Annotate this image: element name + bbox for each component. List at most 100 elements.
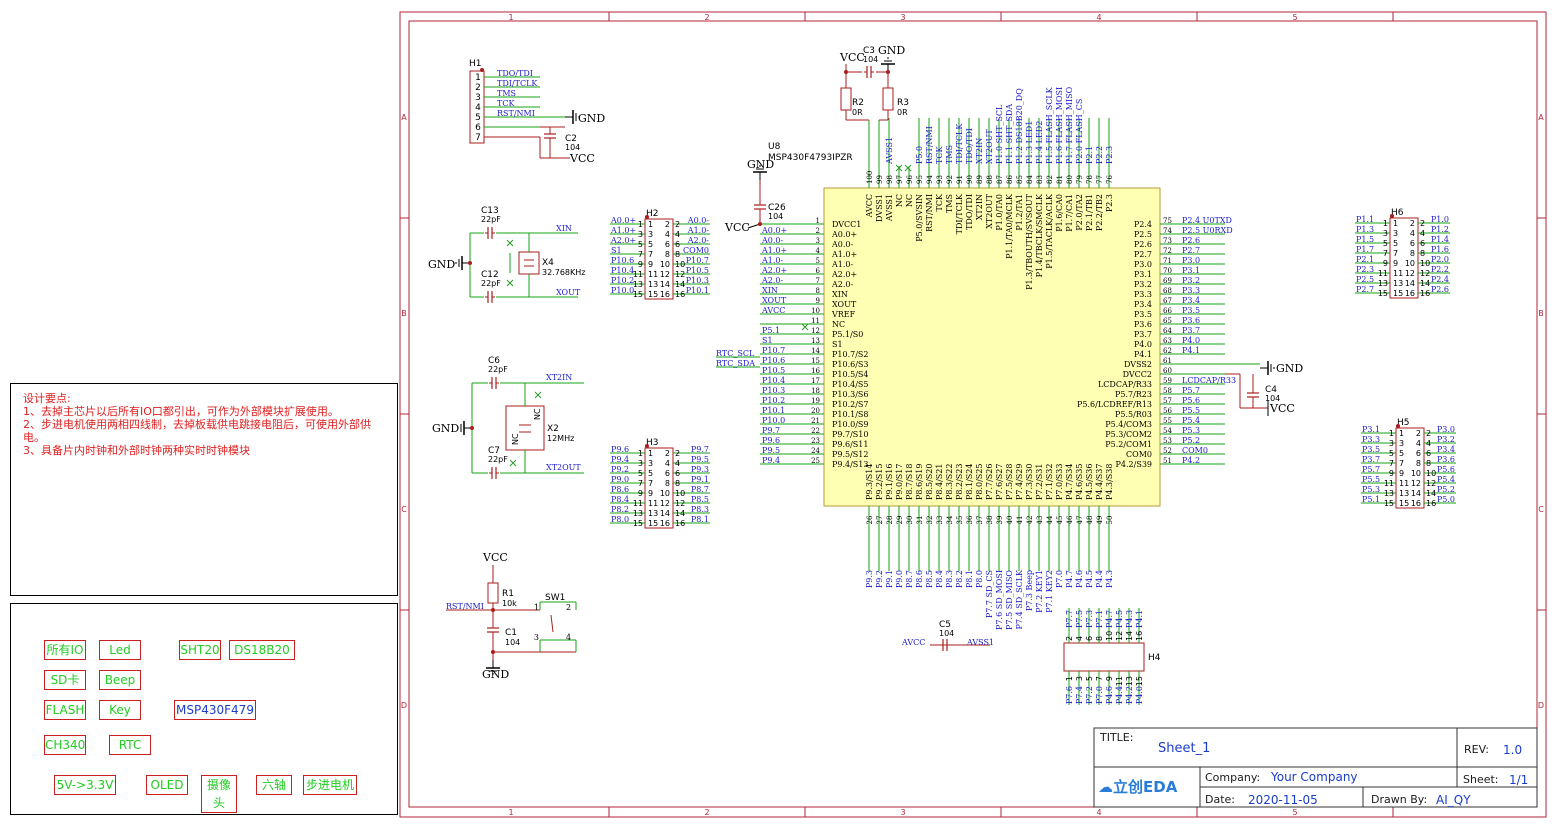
column-label-top: 3: [900, 13, 905, 22]
module-sht20[interactable]: SHT20: [179, 640, 221, 660]
h6-pin-number: 16: [1405, 289, 1415, 298]
module-led[interactable]: Led: [99, 640, 141, 660]
u8-pin-number: 38: [986, 516, 994, 525]
h2-pin-number: 6: [675, 240, 680, 249]
junction-dot: [758, 222, 762, 226]
u8-pin-number: 34: [946, 515, 954, 524]
h2-net-label: A2.0+: [610, 236, 636, 245]
module-camera[interactable]: 摄像头: [201, 775, 237, 813]
h6-net-label: P2.2: [1431, 265, 1449, 274]
h6-pin-number: 6: [1410, 239, 1415, 248]
h6-pin-number: 5: [1393, 239, 1398, 248]
h2-pin-number: 5: [648, 240, 653, 249]
h3-net-label: P9.3: [691, 465, 709, 474]
u8-pin-number: 3: [816, 237, 820, 245]
module-flash[interactable]: FLASH: [44, 700, 86, 720]
row-label-left: D: [401, 701, 407, 710]
h2-pin-number: 1: [648, 220, 653, 229]
u8-net-label: XT2IN: [975, 138, 984, 164]
h2-pin-number: 11: [648, 270, 658, 279]
u8-net-label: P9.5: [762, 446, 780, 455]
u8-pin-number: 28: [886, 516, 894, 525]
h2-pin-number: 13: [633, 280, 643, 289]
module-sd-card[interactable]: SD卡: [44, 670, 86, 690]
h5-pin-number: 12: [1426, 479, 1436, 488]
h4-pin-number: 14: [1125, 631, 1134, 641]
u8-net-label: P5.5: [1182, 406, 1200, 415]
h6-net-label: P2.7: [1356, 285, 1374, 294]
h2-net-label: P10.1: [686, 286, 709, 295]
h3-pin-number: 14: [675, 509, 685, 518]
h5-net-label: P3.2: [1437, 435, 1455, 444]
u8-net-label: P4.4: [1095, 570, 1104, 588]
h5-net-label: P3.0: [1437, 425, 1455, 434]
h6-pin-number: 16: [1420, 289, 1430, 298]
u8-net-label: P7.5 SD_MISO: [1005, 570, 1014, 630]
u8-pin-name: P9.1/S16: [885, 464, 894, 500]
h4-net-label: P7.2: [1085, 686, 1094, 704]
junction-dot: [468, 261, 472, 265]
module-oled[interactable]: OLED: [146, 775, 188, 795]
u8-net-label: P10.5: [762, 366, 785, 375]
h4-net-label: P4.0: [1135, 686, 1144, 704]
u8-pin-name: P9.3/S14: [865, 464, 874, 500]
c2-value: 104: [565, 143, 580, 152]
u8-net-label: P8.4: [935, 570, 944, 588]
u8-pin-name: P3.3: [1134, 290, 1152, 299]
module-ch340[interactable]: CH340: [44, 735, 86, 755]
module-six-axis[interactable]: 六轴: [256, 775, 292, 795]
h1-net-label: TDO/TDI: [497, 69, 533, 78]
u8-net-label: P8.2: [955, 570, 964, 588]
u8-pin-name: A1.0-: [831, 260, 854, 269]
module-beep[interactable]: Beep: [99, 670, 141, 690]
u8-pin-number: 21: [811, 417, 820, 425]
h5-body: [1395, 427, 1425, 509]
xin-label: XIN: [556, 224, 572, 233]
discrete-parts[interactable]: C1322pFC1222pFX432.768KHzXINXOUTGNDC622p…: [428, 206, 585, 681]
module-key[interactable]: Key: [99, 700, 141, 720]
date-value: 2020-11-05: [1248, 793, 1318, 807]
u8-net-label: P8.5: [925, 570, 934, 588]
h2-net-label: P10.6: [611, 256, 634, 265]
h4-pin-number: 15: [1135, 676, 1144, 686]
h3-pin-number: 2: [665, 449, 670, 458]
h4-net-label: P4.7: [1105, 610, 1114, 628]
row-label-right: B: [1538, 309, 1544, 318]
date-label: Date:: [1205, 793, 1235, 806]
h4-ref: H4: [1148, 653, 1161, 663]
column-label-top: 4: [1096, 13, 1101, 22]
h3-pin-number: 16: [675, 519, 685, 528]
h5-net-label: P3.3: [1362, 435, 1380, 444]
u8-pin-number: 80: [1066, 175, 1074, 184]
h2-pin-number: 4: [675, 230, 680, 239]
h4-pin-number: 9: [1105, 676, 1114, 681]
junction-dot: [844, 70, 848, 74]
module-all-io[interactable]: 所有IO: [44, 640, 86, 660]
u8-net-label: P5.6: [1182, 396, 1200, 405]
h6-pin-number: 1: [1383, 219, 1388, 228]
module-rtc[interactable]: RTC: [109, 735, 151, 755]
u8-pin-name: P4.4/S37: [1095, 464, 1104, 500]
u8-net-label: P2.3: [1105, 146, 1114, 164]
module-ds18b20[interactable]: DS18B20: [229, 640, 295, 660]
u8-pin-name: P2.6: [1134, 240, 1152, 249]
u8-net-label: P10.1: [762, 406, 785, 415]
xout-label: XOUT: [556, 288, 581, 297]
h3-pin-number: 13: [633, 509, 643, 518]
u8-net-label: P4.1: [1182, 346, 1200, 355]
u8-pin-name: P10.1/S8: [832, 410, 868, 419]
u8-pin-number: 59: [1163, 377, 1172, 385]
u8-pin-number: 60: [1163, 367, 1172, 375]
module-stepper-motor[interactable]: 步进电机: [303, 775, 357, 795]
u8-net-label: P2.1: [1085, 146, 1094, 164]
h3-net-label: P9.4: [611, 455, 629, 464]
vcc-label: VCC: [569, 152, 595, 165]
module-msp430f479[interactable]: MSP430F479: [174, 700, 256, 720]
module-5v-to-3v3[interactable]: 5V->3.3V: [54, 775, 116, 795]
u8-pin-number: 26: [866, 515, 874, 524]
u8-pin-name: P1.7/CA1: [1065, 194, 1074, 232]
